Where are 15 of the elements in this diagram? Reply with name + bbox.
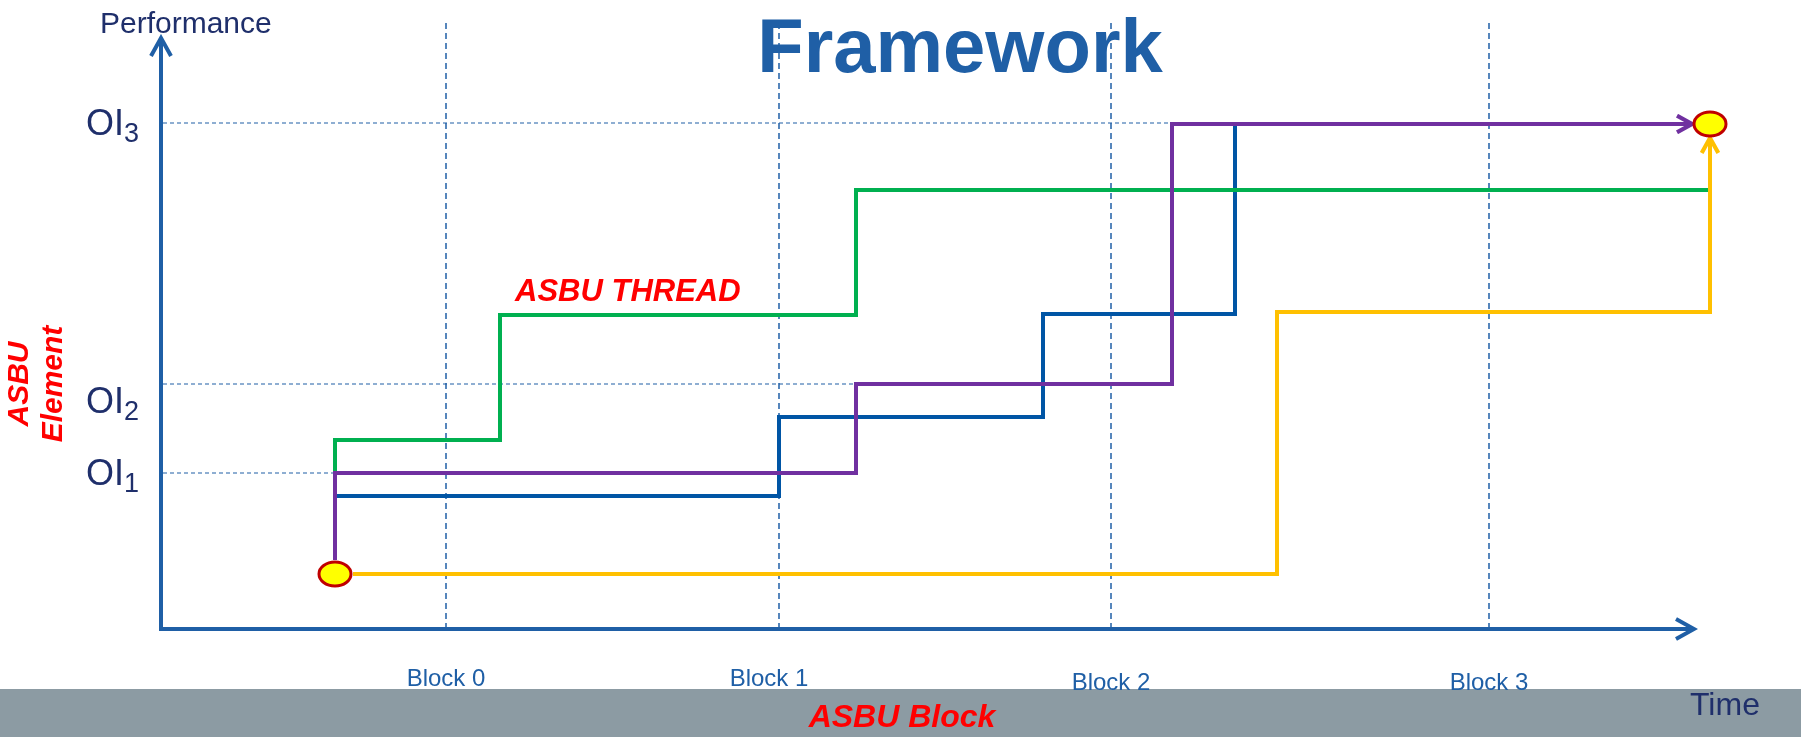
axis-title: Performance — [100, 5, 273, 41]
tick-label: Block 2 — [1070, 667, 1152, 697]
title: Framework — [756, 8, 1164, 84]
axis-title: ASBU Element — [1, 323, 69, 445]
circle-node — [1692, 110, 1728, 138]
tick-label: Block 3 — [1448, 667, 1530, 697]
tick-label: Block 0 — [405, 663, 487, 693]
axis-title: Time — [1690, 685, 1761, 724]
circle-node — [317, 560, 353, 588]
tick-label: Block 1 — [728, 663, 810, 693]
tick-label: OI$_{1}$ — [86, 451, 141, 495]
tick-label: OI$_{3}$ — [86, 101, 141, 145]
axis-title: ASBU Block — [807, 697, 998, 736]
thread-label: ASBU THREAD — [515, 272, 742, 310]
tick-label: OI$_{2}$ — [86, 379, 141, 423]
